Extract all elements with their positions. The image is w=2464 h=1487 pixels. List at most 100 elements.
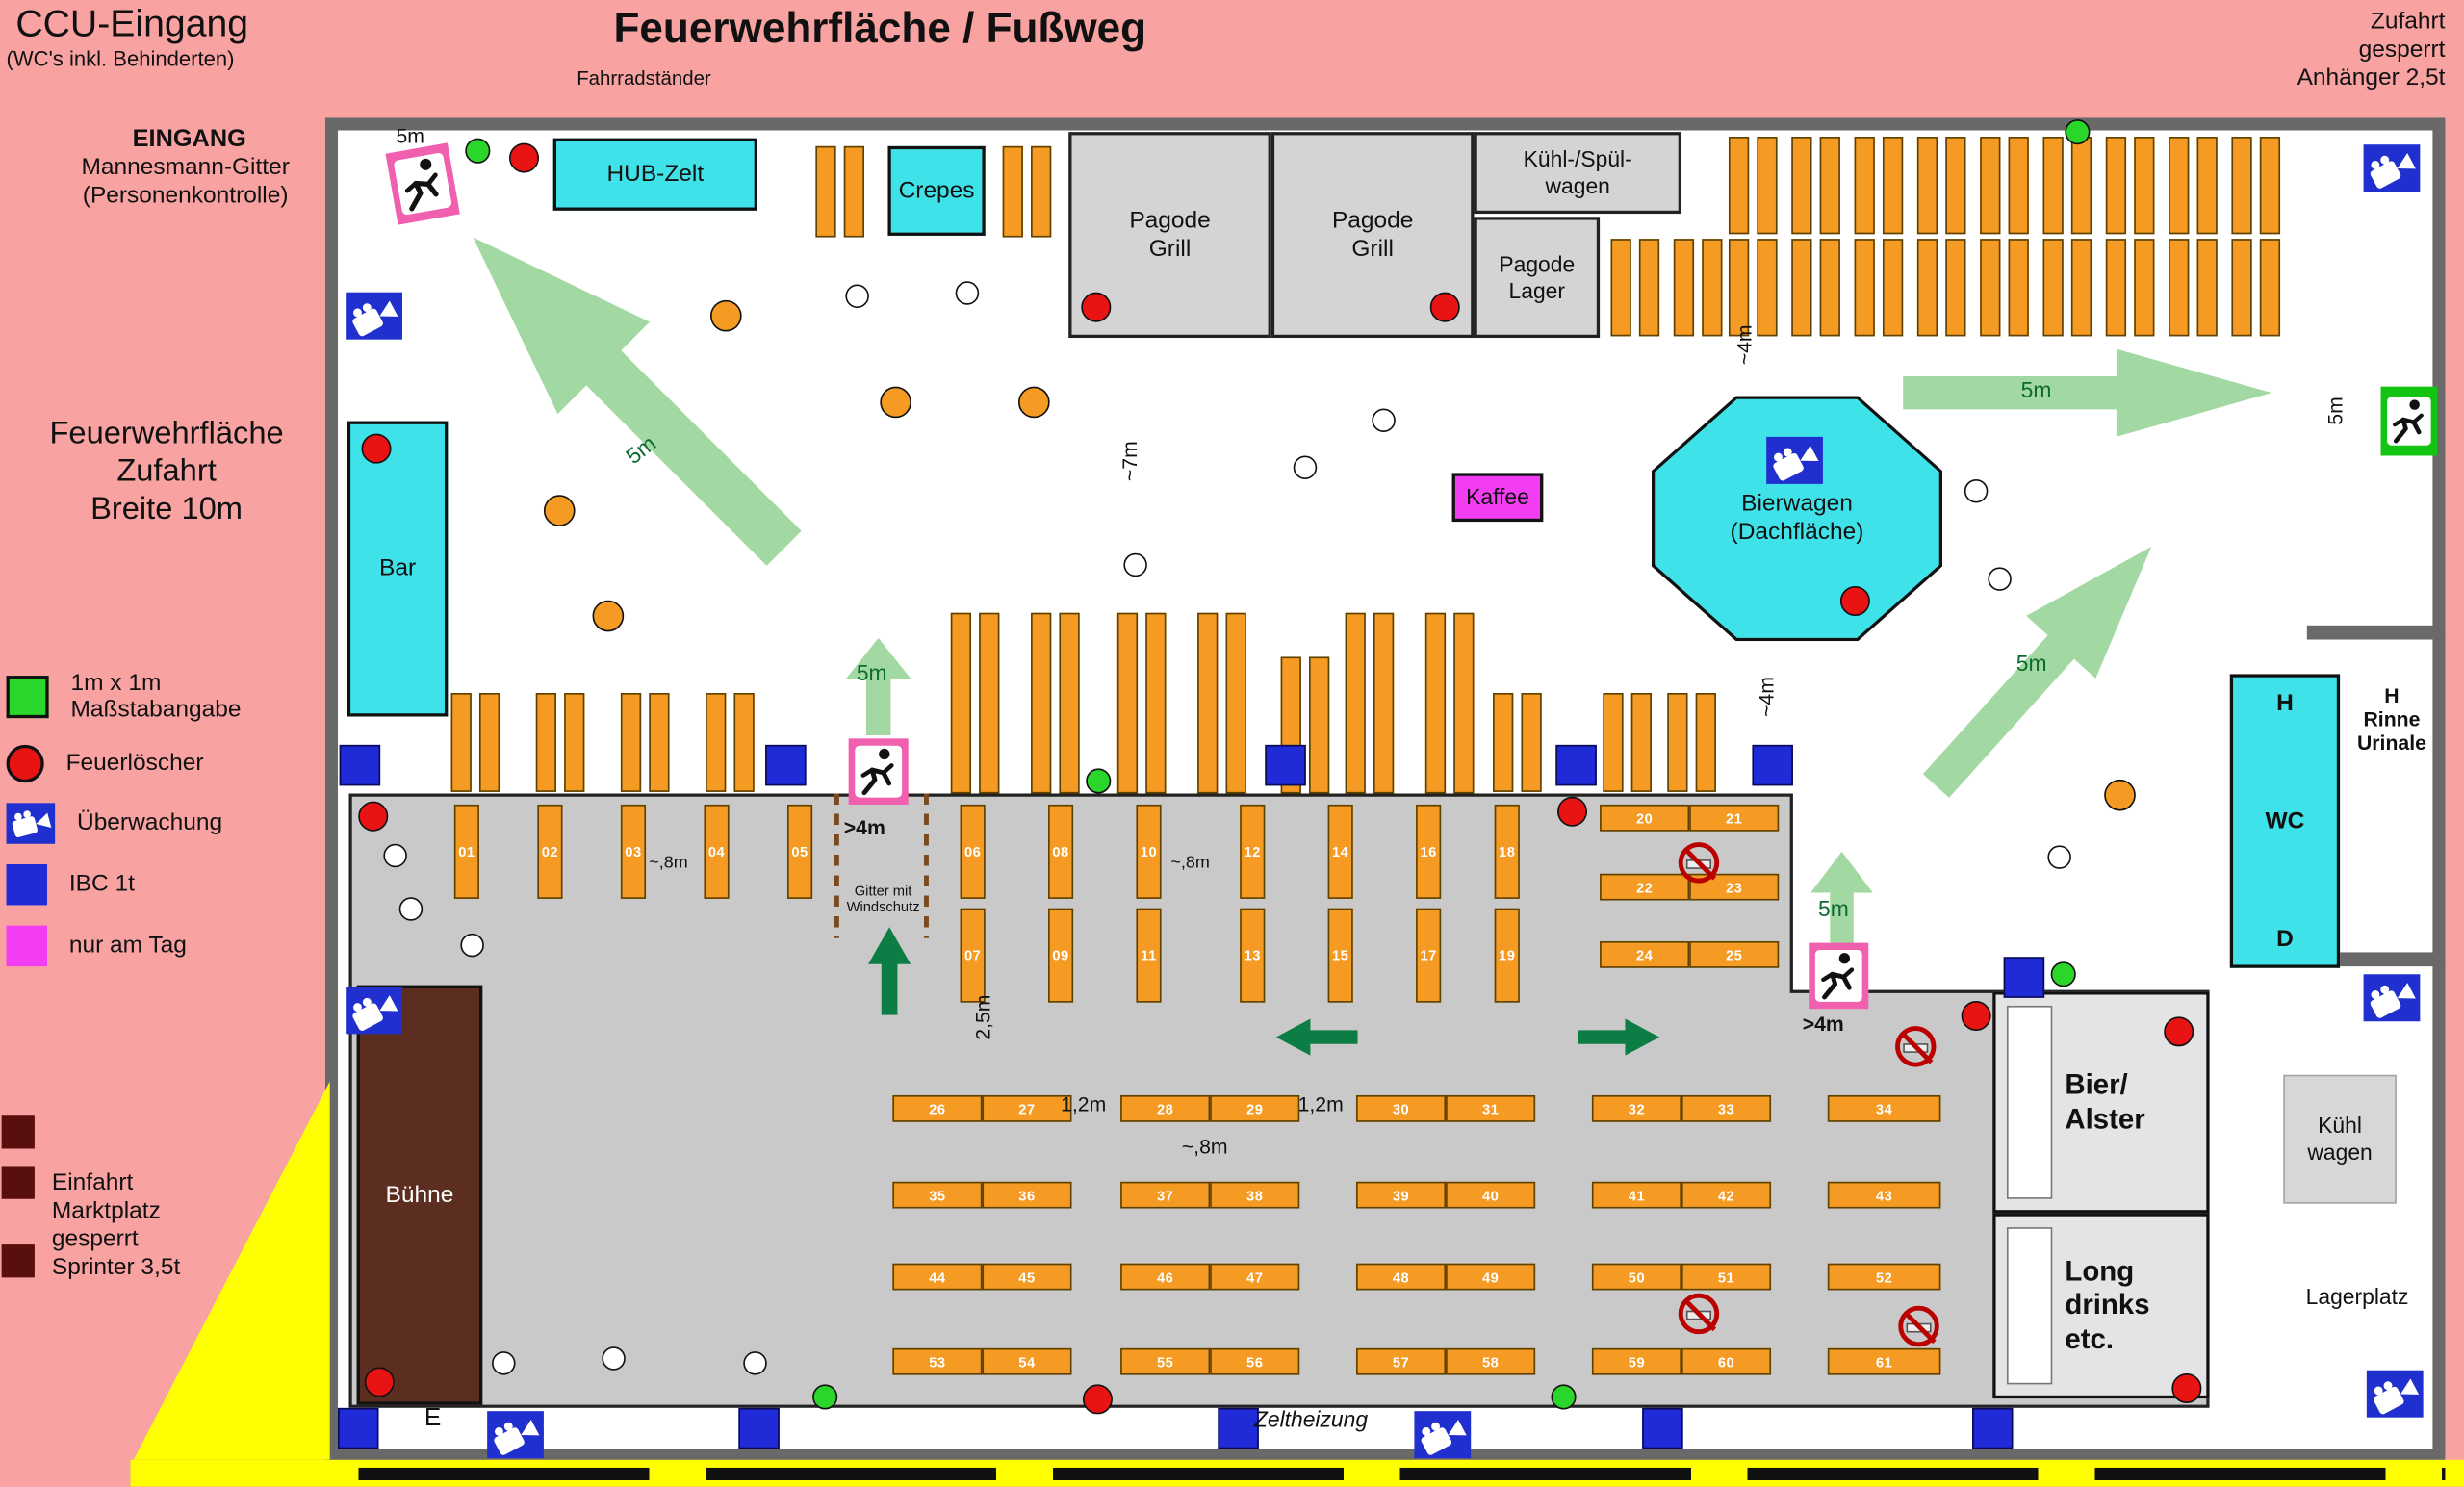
stand-bar (2105, 137, 2127, 235)
emergency-exit-icon (2380, 386, 2438, 456)
stand-07: 07 (960, 908, 986, 1003)
white-marker (844, 283, 869, 308)
venue-label-pagode-lager: Pagode Lager (1499, 250, 1576, 303)
fire-extinguisher-marker (2163, 1015, 2194, 1046)
plan-label: Lagerplatz (2305, 1283, 2409, 1310)
stand-17: 17 (1416, 908, 1442, 1003)
stand-bar (535, 693, 556, 792)
venue-hub-zelt: HUB-Zelt (552, 138, 757, 211)
fire-extinguisher-marker (1428, 291, 1459, 321)
stand-bar (1757, 239, 1778, 337)
stand-bar (1702, 239, 1723, 337)
stand-bar (1791, 239, 1812, 337)
stand-40: 40 (1446, 1181, 1536, 1209)
stand-bar (1695, 693, 1716, 792)
stand-bar (2134, 137, 2155, 235)
stand-bar (1945, 239, 1966, 337)
plan-label: H Rinne Urinale (2356, 683, 2426, 755)
emergency-exit-icon (848, 738, 909, 805)
no-smoking-icon (1678, 842, 1720, 884)
ibc-container-marker (1972, 1407, 2014, 1449)
stand-bar (1453, 612, 1475, 794)
scale-marker-1m (1551, 1384, 1577, 1410)
stand-bar (1197, 612, 1219, 794)
stand-bar (2008, 239, 2029, 337)
stand-bar (564, 693, 585, 792)
stand-bar (620, 693, 642, 792)
stand-bar (1345, 612, 1366, 794)
stand-bar (1757, 137, 1778, 235)
stand-bar (478, 693, 500, 792)
stand-bar (1667, 693, 1688, 792)
stand-46: 46 (1120, 1263, 1211, 1291)
ccu-entrance-title: CCU-Eingang (15, 3, 249, 46)
stand-bar (2134, 239, 2155, 337)
wall-stub-bottom (2340, 952, 2446, 967)
road-lane-markings (358, 1467, 2446, 1481)
white-marker (382, 842, 407, 867)
venue-kuehl-spuelwagen: Kühl-/Spül- wagen (1474, 132, 1681, 215)
ibc-container-marker (738, 1407, 780, 1449)
stand-19: 19 (1494, 908, 1520, 1003)
white-marker (398, 896, 423, 920)
venue-label-pagode-grill-1: Pagode Grill (1129, 206, 1211, 262)
fire-extinguisher-marker (1082, 1383, 1113, 1414)
stand-bar (1819, 239, 1840, 337)
ibc-container-marker (1642, 1407, 1683, 1449)
fire-extinguisher-marker (363, 1366, 394, 1397)
stand-bar (2042, 137, 2064, 235)
stand-15: 15 (1327, 908, 1353, 1003)
stand-bar (815, 145, 836, 238)
stand-35: 35 (892, 1181, 983, 1209)
green-square-icon (6, 675, 49, 718)
stand-bar (1116, 612, 1139, 794)
venue-bierwagen: Bierwagen (Dachfläche) (1651, 396, 1943, 642)
legend-item: Feuerlöscher (6, 744, 330, 782)
direction-arrow (842, 638, 914, 735)
white-marker (1292, 454, 1317, 479)
white-marker (2046, 844, 2071, 869)
stand-11: 11 (1136, 908, 1162, 1003)
fire-extinguisher-marker (1960, 1000, 1990, 1031)
stand-52: 52 (1827, 1263, 1941, 1291)
ibc-container-marker (1555, 744, 1597, 786)
plan-label: 1,2m (1061, 1091, 1107, 1116)
entry-restriction-icon (1, 1115, 35, 1149)
venue-kaffee: Kaffee (1451, 473, 1544, 523)
windbreak-fence-right (924, 793, 929, 938)
ibc-container-marker (1265, 744, 1306, 786)
stand-44: 44 (892, 1263, 983, 1291)
stand-61: 61 (1827, 1347, 1941, 1375)
scale-marker-1m (2050, 961, 2076, 987)
stand-57: 57 (1356, 1347, 1447, 1375)
red-circle-icon (6, 744, 44, 782)
venue-label-buehne: Bühne (385, 1180, 454, 1208)
stand-bar (1059, 612, 1080, 794)
fire-extinguisher-marker (360, 432, 391, 463)
stand-bar (1882, 137, 1904, 235)
plan-label: 5m (856, 659, 887, 685)
legend-label: Feuerlöscher (65, 749, 204, 777)
stand-bar (2105, 239, 2127, 337)
stand-bar (1980, 239, 2001, 337)
stand-bar (2231, 137, 2252, 235)
legend-label: Überwachung (77, 808, 223, 836)
stand-49: 49 (1446, 1263, 1536, 1291)
camera-icon (2363, 144, 2421, 192)
stand-bar (1630, 693, 1652, 792)
entry-restriction-icon (1, 1244, 35, 1278)
scale-marker-1m (1086, 768, 1112, 794)
ibc-container-marker (1752, 744, 1793, 786)
plan-label: ~,8m (1181, 1134, 1228, 1159)
legend-item: Überwachung (6, 802, 330, 843)
plan-label: 1,2m (1297, 1091, 1344, 1116)
stand-58: 58 (1446, 1347, 1536, 1375)
stand-22: 22 (1600, 873, 1690, 901)
stand-bar (979, 612, 1000, 794)
legend-item: 1m x 1m Maßstabangabe (6, 670, 330, 724)
stand-10: 10 (1136, 804, 1162, 899)
stand-bar (1373, 612, 1395, 794)
stand-41: 41 (1591, 1181, 1681, 1209)
